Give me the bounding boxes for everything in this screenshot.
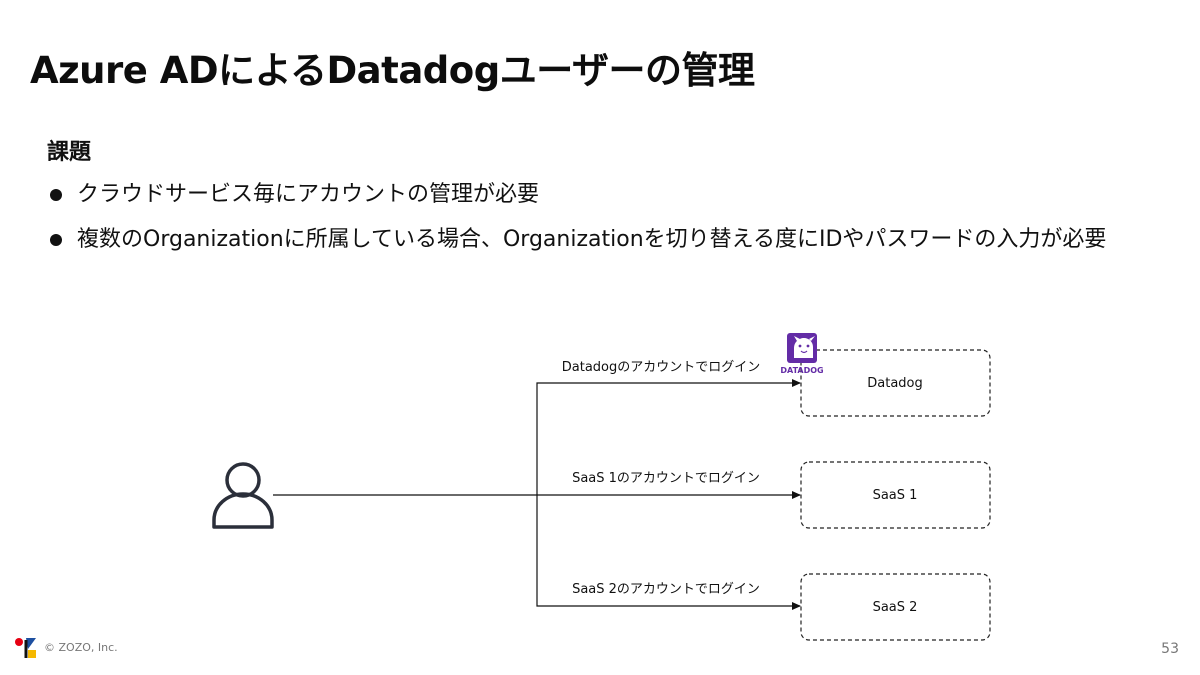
bullet-dot-icon	[50, 234, 62, 246]
footer-copyright: © ZOZO, Inc.	[44, 641, 118, 654]
bullet-dot-icon	[50, 189, 62, 201]
zozo-logo-icon	[15, 638, 36, 658]
bullet-text: クラウドサービス毎にアカウントの管理が必要	[77, 182, 540, 207]
bullet-text: 複数のOrganizationに所属している場合、Organizationを切り…	[77, 227, 1107, 252]
edge-label-saas2: SaaS 2のアカウントでログイン	[572, 582, 760, 597]
edge-label-saas1: SaaS 1のアカウントでログイン	[572, 471, 760, 486]
arrow-to-datadog	[536, 379, 801, 495]
logo-dot-red	[15, 638, 23, 646]
slide-title: Azure ADによるDatadogユーザーの管理	[30, 49, 755, 92]
node-label: SaaS 1	[873, 488, 918, 503]
bullet-item: クラウドサービス毎にアカウントの管理が必要	[47, 172, 1157, 217]
bullet-list: クラウドサービス毎にアカウントの管理が必要 複数のOrganizationに所属…	[47, 172, 1157, 262]
node-saas1: SaaS 1	[800, 461, 991, 529]
node-datadog: Datadog	[800, 349, 991, 417]
datadog-logo-icon: DATADOG	[780, 333, 824, 375]
section-heading: 課題	[47, 140, 92, 165]
logo-shape-blue	[26, 638, 36, 649]
node-label: SaaS 2	[873, 600, 918, 615]
edge-label-datadog: Datadogのアカウントでログイン	[562, 360, 761, 375]
arrow-to-saas2	[536, 495, 801, 610]
node-saas2: SaaS 2	[800, 573, 991, 641]
node-label: Datadog	[867, 376, 923, 391]
bullet-item: 複数のOrganizationに所属している場合、Organizationを切り…	[47, 217, 1157, 262]
datadog-logo-text: DATADOG	[780, 366, 823, 375]
page-number: 53	[1161, 641, 1179, 657]
user-icon	[212, 462, 274, 529]
connectors	[273, 379, 801, 610]
logo-square-yellow	[28, 650, 36, 658]
